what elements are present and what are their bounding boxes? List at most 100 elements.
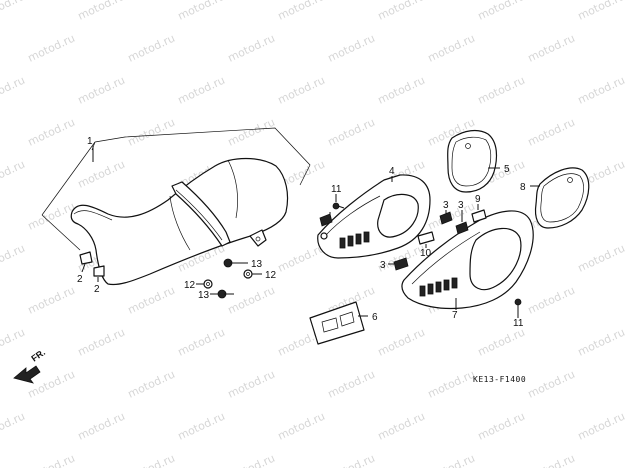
callout-6: 6 [372, 312, 378, 323]
emblem-5 [447, 129, 498, 193]
front-marker-label: FR. [29, 347, 47, 364]
watermark-text: motod.ru [376, 0, 427, 23]
callout-12-left: 12 [184, 280, 196, 291]
screw-11-bottom [514, 298, 522, 312]
watermark-text: motod.ru [326, 116, 377, 149]
bolt-13-upper [223, 258, 242, 268]
callout-12-right: 12 [265, 270, 277, 281]
grommet-3-top [439, 211, 453, 225]
watermark-text: motod.ru [376, 410, 427, 443]
watermark-text: motod.ru [176, 74, 227, 107]
watermark-text: motod.ru [226, 32, 277, 65]
left-side-cover [317, 174, 431, 259]
grommet-3-bottom [393, 257, 409, 271]
watermark-text: motod.ru [26, 200, 77, 233]
callout-11-top: 11 [331, 184, 342, 195]
watermark-text: motod.ru [76, 0, 127, 23]
watermark-text: motod.ru [26, 32, 77, 65]
callout-11-bottom: 11 [513, 318, 524, 329]
callout-7: 7 [452, 310, 458, 321]
right-cover-vents [419, 277, 458, 297]
front-arrow-icon [13, 365, 41, 384]
seat-clip-left [79, 251, 93, 265]
callout-13-upper: 13 [251, 259, 263, 270]
watermark-text: motod.ru [126, 32, 177, 65]
grommet-3-mid [455, 221, 469, 235]
watermark-text: motod.ru [226, 116, 277, 149]
watermark-text: motod.ru [526, 116, 577, 149]
watermark-text: motod.ru [26, 284, 77, 317]
callout-5: 5 [504, 164, 510, 175]
washer-12-right [243, 269, 253, 279]
leader-lines [81, 146, 540, 318]
watermark-text: motod.ru [126, 284, 177, 317]
watermark-text: motod.ru [426, 452, 477, 468]
front-direction-marker: FR. [13, 347, 47, 384]
pad-6 [309, 301, 365, 345]
watermark-text: motod.ru [126, 452, 177, 468]
watermark-text: motod.ru [576, 326, 625, 359]
bolt-13-lower [217, 289, 234, 299]
watermark-text: motod.ru [26, 116, 77, 149]
diagram-code: KE13-F1400 [473, 375, 526, 384]
watermark-text: motod.ru [176, 326, 227, 359]
label-plate-9 [471, 209, 487, 223]
watermark-text: motod.ru [226, 368, 277, 401]
watermark-text: motod.ru [176, 410, 227, 443]
watermark-text: motod.ru [526, 368, 577, 401]
callout-13-lower: 13 [198, 290, 210, 301]
seat-clip-right [93, 265, 105, 277]
callout-2a: 2 [77, 274, 83, 285]
watermark-text: motod.ru [276, 74, 327, 107]
callout-1: 1 [87, 136, 93, 147]
watermark-text: motod.ru [276, 0, 327, 23]
watermark-text: motod.ru [476, 74, 527, 107]
seat [70, 157, 289, 286]
callout-10: 10 [420, 248, 432, 259]
callout-2b: 2 [94, 284, 100, 295]
callouts: 1 2 2 3 3 3 4 5 6 7 8 9 10 11 11 12 12 1… [77, 136, 526, 329]
callout-3-mid: 3 [458, 200, 464, 211]
watermark-text: motod.ru [126, 116, 177, 149]
watermark-text: motod.ru [0, 158, 27, 191]
watermark-text: motod.ru [326, 32, 377, 65]
watermark-text: motod.ru [376, 326, 427, 359]
callout-8: 8 [520, 182, 526, 193]
watermark-text: motod.ru [226, 284, 277, 317]
watermark-text: motod.ru [76, 410, 127, 443]
callout-3-bottom: 3 [380, 260, 386, 271]
watermark-text: motod.ru [126, 368, 177, 401]
watermark-text: motod.ru [0, 74, 27, 107]
callout-9: 9 [475, 194, 481, 205]
watermark-text: motod.ru [176, 0, 227, 23]
watermark-text: motod.ru [526, 452, 577, 468]
screw-11-top [332, 202, 345, 210]
watermark-text: motod.ru [376, 74, 427, 107]
watermark-text: motod.ru [276, 410, 327, 443]
watermark-text: motod.ru [76, 74, 127, 107]
grommet-3-left [319, 213, 333, 227]
watermark-text: motod.ru [76, 158, 127, 191]
watermark-text: motod.ru [476, 0, 527, 23]
washer-12-left [203, 279, 213, 289]
watermark-text: motod.ru [26, 452, 77, 468]
watermark-text: motod.ru [226, 452, 277, 468]
watermark-text: motod.ru [0, 410, 27, 443]
emblem-8 [534, 167, 590, 229]
label-plate-10 [417, 231, 435, 245]
watermark-text: motod.ru [326, 452, 377, 468]
watermark-text: motod.ru [526, 32, 577, 65]
watermark-text: motod.ru [76, 326, 127, 359]
watermark-text: motod.ru [476, 410, 527, 443]
watermark-text: motod.ru [476, 326, 527, 359]
callout-3-top: 3 [443, 200, 449, 211]
watermark-text: motod.ru [0, 326, 27, 359]
watermark-text: motod.ru [326, 368, 377, 401]
watermark-text: motod.ru [576, 410, 625, 443]
watermark-text: motod.ru [526, 284, 577, 317]
watermark-text: motod.ru [426, 32, 477, 65]
watermark-text: motod.ru [0, 0, 27, 23]
watermark-text: motod.ru [576, 0, 625, 23]
watermark-text: motod.ru [576, 242, 625, 275]
